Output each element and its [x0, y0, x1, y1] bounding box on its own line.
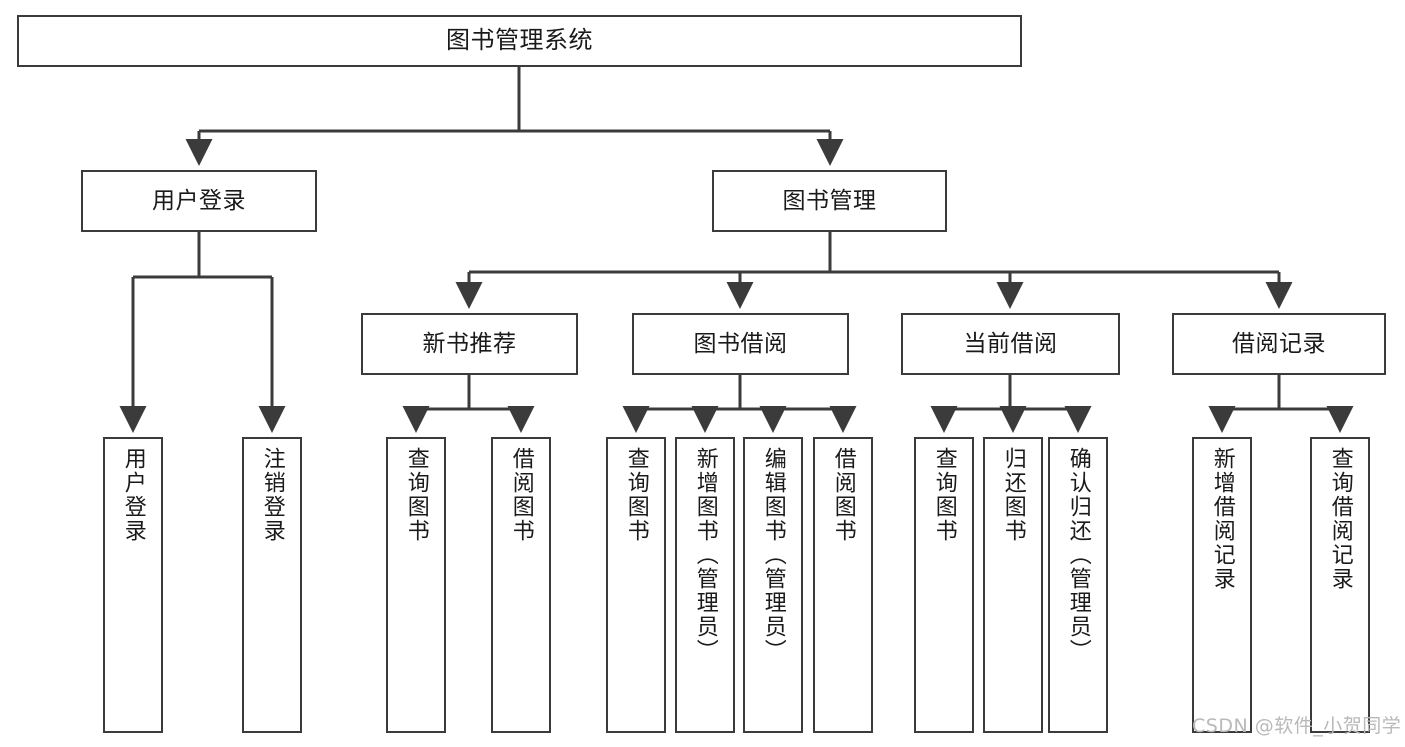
- node-borrow-record-label: 借阅记录: [1232, 330, 1326, 357]
- node-book-borrow-label: 图书借阅: [693, 330, 788, 357]
- node-leaf-add-book-label: 新增图书（管理员）: [692, 447, 718, 663]
- node-leaf-edit-book[interactable]: 编辑图书（管理员）: [743, 437, 803, 733]
- node-leaf-query-book-2-label: 查询图书: [623, 447, 649, 543]
- node-leaf-query-book-3[interactable]: 查询图书: [914, 437, 974, 733]
- node-leaf-add-record[interactable]: 新增借阅记录: [1192, 437, 1252, 733]
- node-leaf-query-record-label: 查询借阅记录: [1327, 447, 1353, 591]
- node-leaf-confirm-return[interactable]: 确认归还（管理员）: [1048, 437, 1108, 733]
- node-leaf-borrow-book-2-label: 借阅图书: [830, 447, 856, 543]
- node-user-login[interactable]: 用户登录: [81, 170, 317, 232]
- node-root[interactable]: 图书管理系统: [17, 15, 1022, 67]
- node-new-book-recommend-label: 新书推荐: [422, 330, 517, 357]
- node-leaf-logout[interactable]: 注销登录: [242, 437, 302, 733]
- node-borrow-record[interactable]: 借阅记录: [1172, 313, 1386, 375]
- node-book-management-label: 图书管理: [782, 187, 877, 214]
- node-leaf-user-login[interactable]: 用户登录: [103, 437, 163, 733]
- node-leaf-add-book[interactable]: 新增图书（管理员）: [675, 437, 735, 733]
- node-leaf-logout-label: 注销登录: [259, 447, 285, 543]
- node-leaf-add-record-label: 新增借阅记录: [1209, 447, 1235, 591]
- node-leaf-query-book-3-label: 查询图书: [931, 447, 957, 543]
- node-leaf-query-book-1[interactable]: 查询图书: [386, 437, 446, 733]
- node-leaf-return-book[interactable]: 归还图书: [983, 437, 1043, 733]
- node-leaf-query-book-2[interactable]: 查询图书: [606, 437, 666, 733]
- node-book-borrow[interactable]: 图书借阅: [632, 313, 849, 375]
- node-leaf-borrow-book-1[interactable]: 借阅图书: [491, 437, 551, 733]
- node-leaf-user-login-label: 用户登录: [120, 447, 146, 543]
- node-leaf-borrow-book-1-label: 借阅图书: [508, 447, 534, 543]
- node-leaf-query-book-1-label: 查询图书: [403, 447, 429, 543]
- node-current-borrow[interactable]: 当前借阅: [901, 313, 1120, 375]
- node-leaf-confirm-return-label: 确认归还（管理员）: [1065, 447, 1091, 663]
- node-book-management[interactable]: 图书管理: [712, 170, 947, 232]
- node-leaf-borrow-book-2[interactable]: 借阅图书: [813, 437, 873, 733]
- node-new-book-recommend[interactable]: 新书推荐: [361, 313, 578, 375]
- node-current-borrow-label: 当前借阅: [963, 330, 1058, 357]
- node-leaf-edit-book-label: 编辑图书（管理员）: [760, 447, 786, 663]
- node-leaf-return-book-label: 归还图书: [1000, 447, 1026, 543]
- node-user-login-label: 用户登录: [152, 187, 246, 214]
- node-root-label: 图书管理系统: [446, 26, 593, 55]
- node-leaf-query-record[interactable]: 查询借阅记录: [1310, 437, 1370, 733]
